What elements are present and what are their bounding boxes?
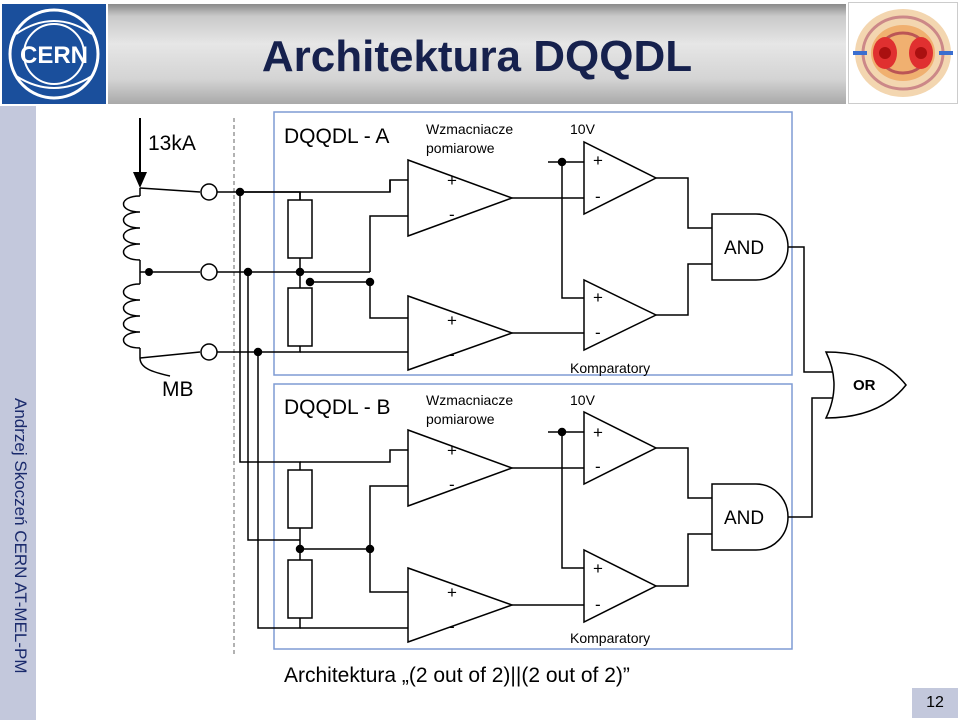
amp-b2-plus: + xyxy=(447,583,457,602)
terminal-middle xyxy=(200,263,218,281)
magnet-field-icon xyxy=(848,2,958,104)
slide-title: Architektura DQQDL xyxy=(261,32,693,81)
comp-a1-minus: - xyxy=(595,187,601,206)
section-b-title: DQQDL - B xyxy=(284,396,391,419)
magnet-coil-icon xyxy=(122,188,141,358)
section-b-voltage: 10V xyxy=(570,392,596,408)
page-number: 12 xyxy=(912,688,958,718)
cern-logo: CERN xyxy=(2,4,106,104)
section-a-amp-label-1: Wzmacniacze xyxy=(426,121,513,137)
amplifier-b2 xyxy=(407,566,515,644)
comp-a2-plus: + xyxy=(593,288,603,307)
section-b-amp-label-1: Wzmacniacze xyxy=(426,392,513,408)
section-a-comparators-label: Komparatory xyxy=(570,360,650,376)
amp-b1-plus: + xyxy=(447,441,457,460)
section-a-box xyxy=(273,111,793,376)
sidebar: Andrzej Skoczeń CERN AT-MEL-PM xyxy=(0,106,36,720)
comp-b1-minus: - xyxy=(595,457,601,476)
and-gate-a xyxy=(711,213,789,281)
and-gate-a-label: AND xyxy=(724,238,764,259)
terminal-top xyxy=(200,183,218,201)
section-a-title: DQQDL - A xyxy=(284,125,389,148)
comparator-b2 xyxy=(583,548,658,624)
comp-b2-plus: + xyxy=(593,559,603,578)
and-gate-b xyxy=(711,483,789,551)
amplifier-a1 xyxy=(407,158,515,238)
diagram-caption: Architektura „(2 out of 2)||(2 out of 2)… xyxy=(284,664,630,687)
cern-logo-text: CERN xyxy=(20,42,88,69)
section-b-amp-label-2: pomiarowe xyxy=(426,411,495,427)
comparator-a1 xyxy=(583,140,658,216)
comp-b2-minus: - xyxy=(595,595,601,614)
or-gate-label: OR xyxy=(853,377,876,394)
section-b-comparators-label: Komparatory xyxy=(570,630,650,646)
comparator-a2 xyxy=(583,278,658,352)
comp-a2-minus: - xyxy=(595,323,601,342)
amp-a2-minus: - xyxy=(449,345,455,364)
comparator-b1 xyxy=(583,410,658,486)
cern-logo-icon: CERN xyxy=(2,4,106,104)
comp-b1-plus: + xyxy=(593,423,603,442)
amplifier-a2 xyxy=(407,294,515,372)
comp-a1-plus: + xyxy=(593,151,603,170)
current-arrow-icon xyxy=(133,118,147,188)
amp-b2-minus: - xyxy=(449,617,455,636)
section-a-voltage: 10V xyxy=(570,121,596,137)
header: CERN Architektura DQQDL xyxy=(0,0,960,106)
amp-a1-minus: - xyxy=(449,205,455,224)
amp-b1-minus: - xyxy=(449,475,455,494)
section-a-amp-label-2: pomiarowe xyxy=(426,140,495,156)
or-gate xyxy=(824,351,907,419)
current-label: 13kA xyxy=(148,132,196,155)
title-bar: Architektura DQQDL xyxy=(108,4,846,104)
terminal-bottom xyxy=(200,343,218,361)
magnet-label: MB xyxy=(162,378,194,401)
amp-a1-plus: + xyxy=(447,171,457,190)
and-gate-b-label: AND xyxy=(724,508,764,529)
amplifier-b1 xyxy=(407,428,515,508)
amp-a2-plus: + xyxy=(447,311,457,330)
